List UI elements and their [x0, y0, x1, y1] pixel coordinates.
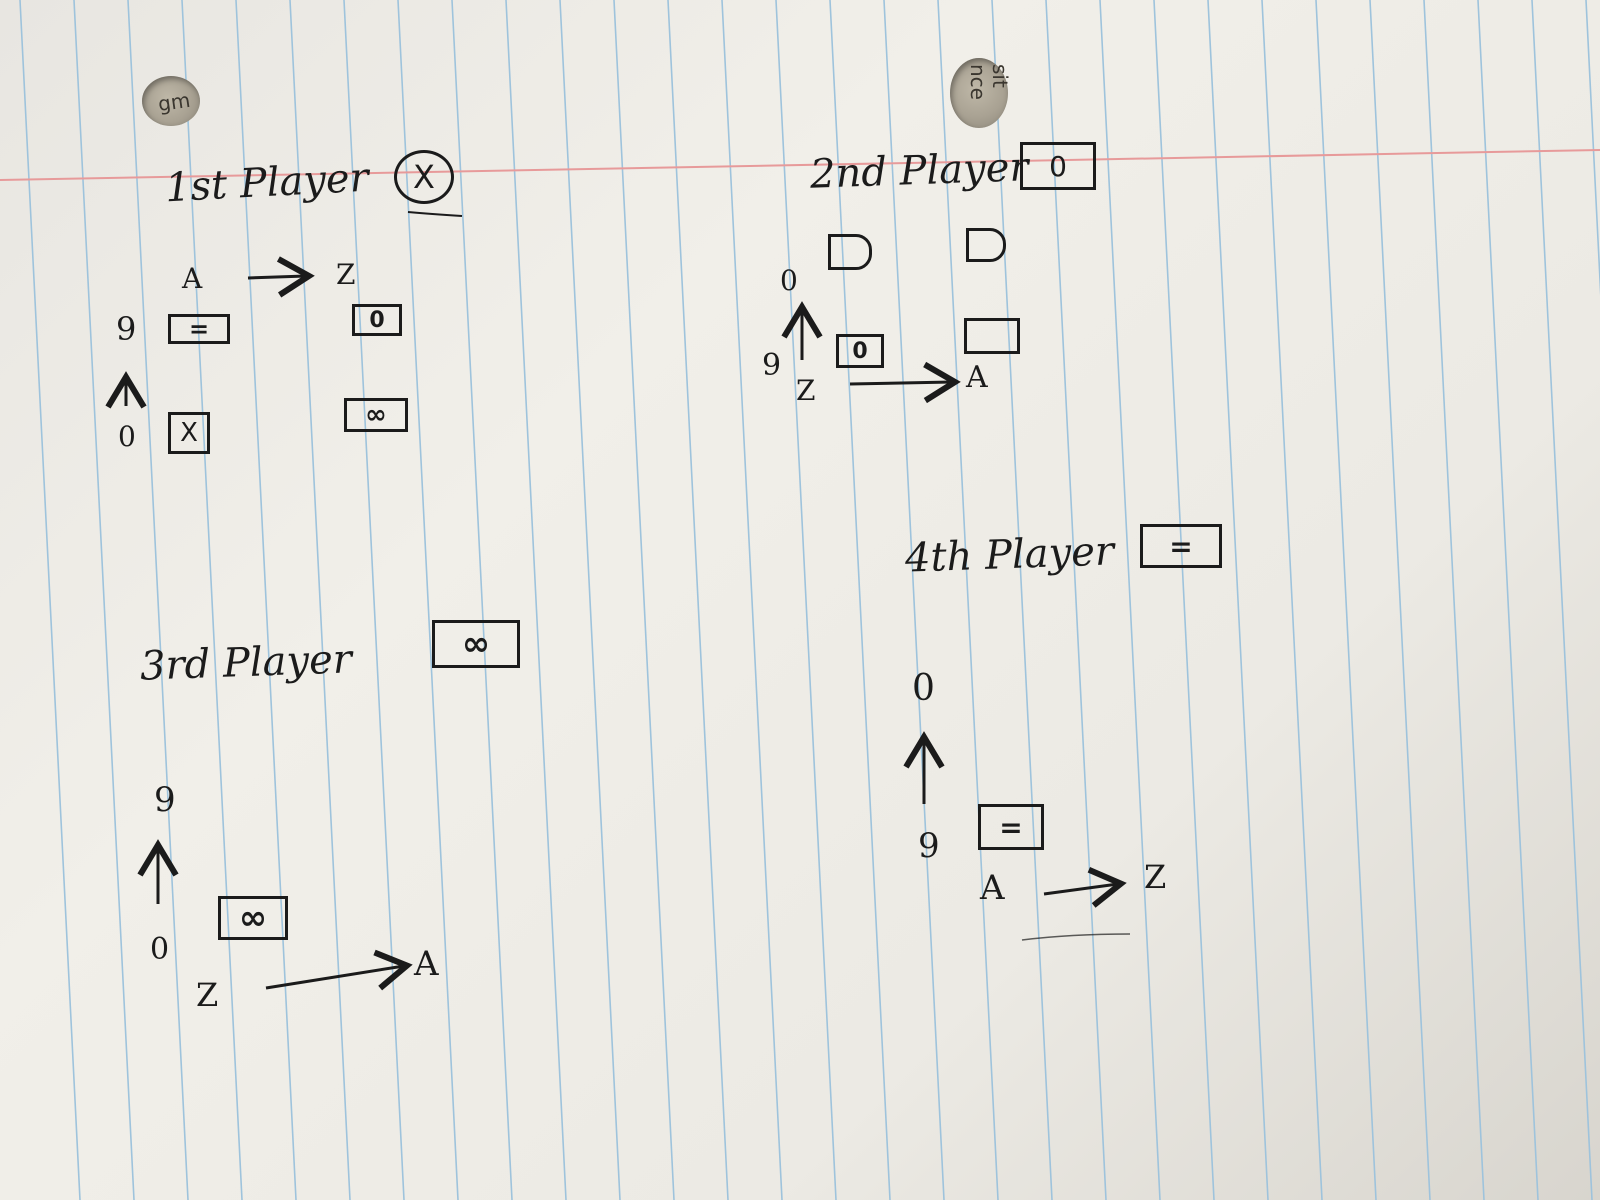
rule-line	[19, 0, 81, 1200]
rule-line	[1423, 0, 1485, 1200]
player2-bottom-label: 9	[762, 348, 782, 383]
rule-line	[1585, 0, 1600, 297]
rule-line	[73, 0, 135, 1200]
player2-symbol: 0	[1020, 142, 1096, 190]
rule-line	[1261, 0, 1323, 1200]
player1-box-bottom-left: X	[168, 412, 210, 454]
rule-line	[1531, 0, 1593, 1200]
player1-to-label: Z	[336, 258, 356, 291]
player1-top-label: 9	[116, 310, 137, 348]
player3-top-label: 9	[154, 780, 176, 820]
player1-symbol: X	[394, 150, 454, 204]
binder-hole-left	[142, 76, 200, 126]
player2-box-bottom-left: 0	[836, 334, 884, 368]
rule-line	[1207, 0, 1269, 1200]
player2-box-bottom-right	[964, 318, 1020, 354]
player2-to-label: A	[966, 360, 988, 395]
rule-line	[505, 0, 567, 1200]
rule-line	[343, 0, 405, 1200]
player3-to-label: A	[414, 944, 439, 984]
rule-line	[127, 0, 189, 1200]
player4-box: =	[978, 804, 1044, 850]
player1-box-top-left: =	[168, 314, 230, 344]
rule-line	[721, 0, 783, 1200]
player4-symbol: =	[1140, 524, 1222, 568]
binder-hole-right	[950, 58, 1008, 128]
rule-line	[1099, 0, 1161, 1200]
rule-line	[937, 0, 999, 1200]
hole-text-left: gm	[156, 87, 192, 117]
player2-title: 2nd Player	[809, 144, 1030, 198]
player1-box-top-right: 0	[352, 304, 402, 336]
rule-line	[1477, 0, 1539, 1200]
player1-bottom-label: 0	[118, 420, 136, 453]
player4-to-label: Z	[1144, 858, 1167, 896]
player2-from-label: Z	[796, 374, 816, 407]
player2-top-label: 0	[780, 264, 798, 297]
margin-line	[0, 149, 1600, 181]
rule-line	[991, 0, 1053, 1200]
rule-line	[829, 0, 891, 1200]
player2-box-top-left	[828, 234, 872, 270]
player1-box-bottom-right: ∞	[344, 398, 408, 432]
rule-line	[289, 0, 351, 1200]
hole-text-right-1: nce	[966, 64, 990, 100]
rule-line	[451, 0, 513, 1200]
rule-line	[235, 0, 297, 1200]
player3-symbol: ∞	[432, 620, 520, 668]
player3-title: 3rd Player	[139, 636, 353, 690]
player4-top-label: 0	[912, 668, 935, 709]
rule-line	[559, 0, 621, 1200]
player4-title: 4th Player	[904, 528, 1115, 582]
player4-bottom-label: 9	[918, 826, 940, 866]
player3-bottom-label: 0	[150, 932, 170, 967]
player2-box-top-right	[966, 228, 1006, 262]
rule-line	[613, 0, 675, 1200]
rule-line	[1045, 0, 1107, 1200]
rule-line	[883, 0, 945, 1200]
rule-line	[1369, 0, 1431, 1200]
rule-line	[1315, 0, 1377, 1200]
hole-text-right-2: sit	[988, 64, 1012, 88]
rule-line	[181, 0, 243, 1200]
rule-line	[667, 0, 729, 1200]
rule-line	[775, 0, 837, 1200]
player1-from-label: A	[182, 262, 203, 295]
player3-box: ∞	[218, 896, 288, 940]
rule-line	[1153, 0, 1215, 1200]
player4-from-label: A	[980, 868, 1005, 908]
player3-from-label: Z	[196, 976, 219, 1014]
